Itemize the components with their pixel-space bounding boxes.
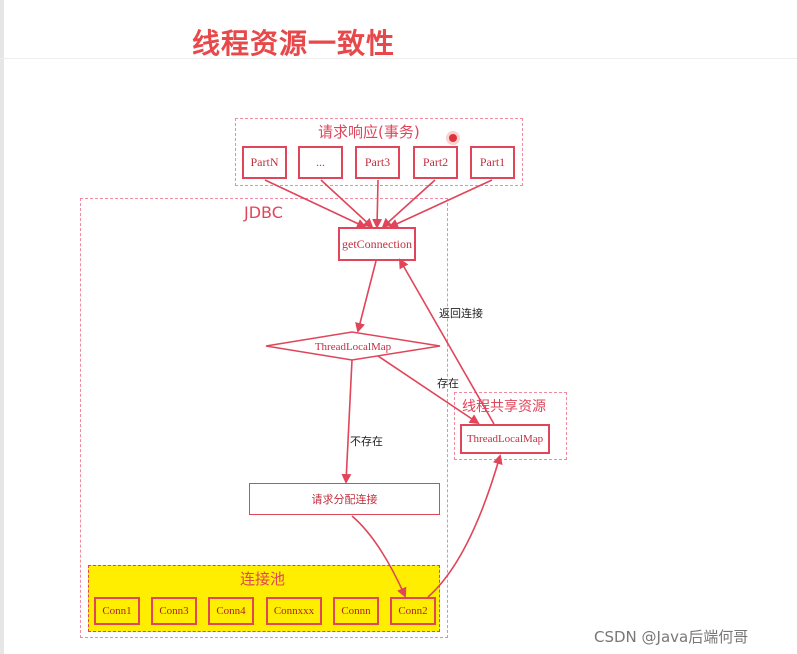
arrow-ellipsis-to-getconnection <box>320 179 374 229</box>
arrow-conn2-to-shared-map <box>427 454 503 598</box>
edge-label-not-exists: 不存在 <box>350 435 383 448</box>
shared-thread-local-map-box: ThreadLocalMap <box>460 424 550 454</box>
thread-local-map-diamond <box>265 331 441 361</box>
left-border <box>0 0 4 654</box>
pool-conn-conn3: Conn3 <box>151 597 197 625</box>
request-group-label: 请求响应(事务) <box>318 123 420 141</box>
connection-pool <box>88 565 440 632</box>
jdbc-label: JDBC <box>244 203 283 222</box>
arrow-diamond-to-shared-map <box>377 355 480 425</box>
connection-pool-label: 连接池 <box>240 570 286 588</box>
arrow-diamond-to-request-connection <box>341 359 353 484</box>
arrow-part3-to-getconnection <box>372 179 383 229</box>
request-connection-label: 请求分配连接 <box>311 493 378 506</box>
get-connection-box: getConnection <box>338 227 416 261</box>
title-divider <box>0 58 797 59</box>
arrow-getconnection-to-diamond <box>355 260 377 333</box>
arrow-partn-to-getconnection <box>264 179 367 229</box>
arrow-shared-map-to-getconnection <box>399 258 495 425</box>
part-box-partn: PartN <box>242 146 287 179</box>
arrow-request-connection-to-conn2 <box>351 515 407 598</box>
request-connection-box: 请求分配连接 <box>249 483 440 515</box>
part-box-ellipsis: ... <box>298 146 343 179</box>
pool-conn-connn: Connn <box>333 597 379 625</box>
part-box-part1: Part1 <box>470 146 515 179</box>
shared-resource-label: 线程共享资源 <box>462 399 546 415</box>
pool-conn-conn2: Conn2 <box>390 597 436 625</box>
pool-conn-conn1: Conn1 <box>94 597 140 625</box>
part-box-part3: Part3 <box>355 146 400 179</box>
arrow-part2-to-getconnection <box>381 179 436 229</box>
request-group <box>235 118 523 186</box>
edge-label-return-connection: 返回连接 <box>439 307 483 320</box>
arrow-part1-to-getconnection <box>388 179 493 229</box>
part-box-part2: Part2 <box>413 146 458 179</box>
cursor-indicator <box>449 134 457 142</box>
pool-conn-connxxx: Connxxx <box>266 597 322 625</box>
pool-conn-conn4: Conn4 <box>208 597 254 625</box>
jdbc-region <box>80 198 448 638</box>
page-title: 线程资源一致性 <box>192 27 396 60</box>
shared-resource-region <box>454 392 567 460</box>
thread-local-map-diamond-label: ThreadLocalMap <box>315 341 392 353</box>
watermark: CSDN @Java后端何哥 <box>594 628 749 646</box>
edge-label-exists: 存在 <box>437 377 459 390</box>
